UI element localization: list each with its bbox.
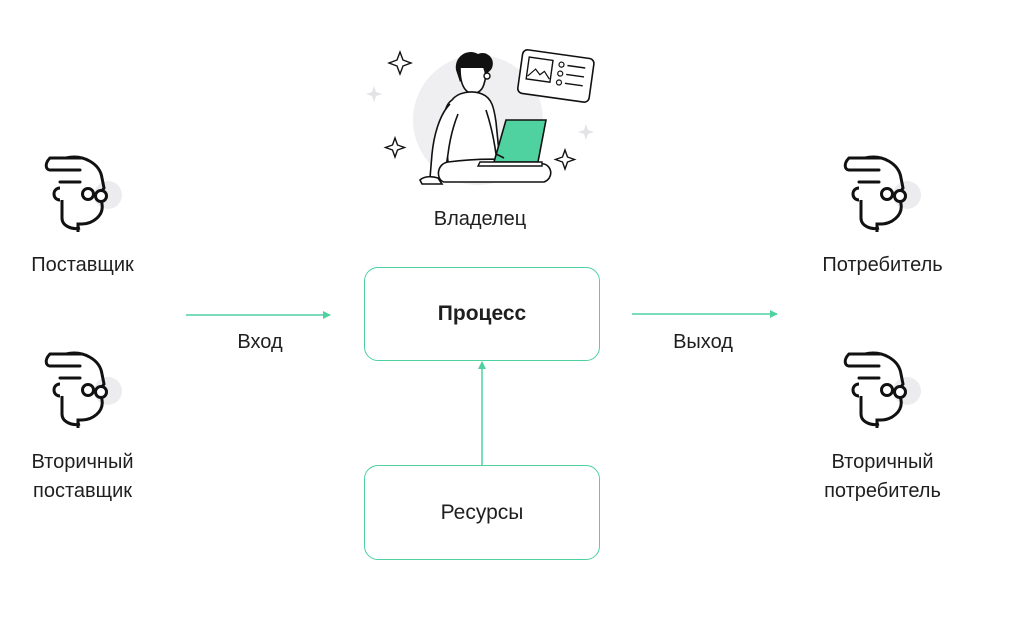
owner-label: Владелец bbox=[433, 208, 527, 230]
resources-label: Ресурсы bbox=[440, 500, 524, 524]
secondary-supplier-avatar bbox=[36, 346, 126, 436]
secondary-consumer-avatar bbox=[835, 346, 925, 436]
owner-illustration bbox=[360, 40, 605, 200]
consumer-label: Потребитель bbox=[822, 254, 943, 276]
person-profile-icon bbox=[843, 155, 921, 232]
consumer-avatar bbox=[835, 150, 925, 240]
input-label: Вход bbox=[237, 331, 283, 353]
person-profile-icon bbox=[44, 155, 122, 232]
person-with-laptop-icon bbox=[366, 49, 595, 185]
process-label: Процесс bbox=[437, 302, 527, 325]
secondary-supplier-label-line1: Вторичный bbox=[31, 451, 134, 473]
secondary-consumer-label-line1: Вторичный bbox=[831, 451, 934, 473]
output-label: Выход bbox=[673, 331, 733, 353]
secondary-supplier-label-line2: поставщик bbox=[32, 480, 132, 502]
supplier-label: Поставщик bbox=[31, 254, 134, 276]
secondary-consumer-label-line2: потребитель bbox=[824, 480, 941, 502]
person-profile-icon bbox=[44, 351, 122, 428]
resources-box: Ресурсы bbox=[364, 465, 600, 560]
person-profile-icon bbox=[843, 351, 921, 428]
supplier-avatar bbox=[36, 150, 126, 240]
process-box: Процесс bbox=[364, 267, 600, 361]
